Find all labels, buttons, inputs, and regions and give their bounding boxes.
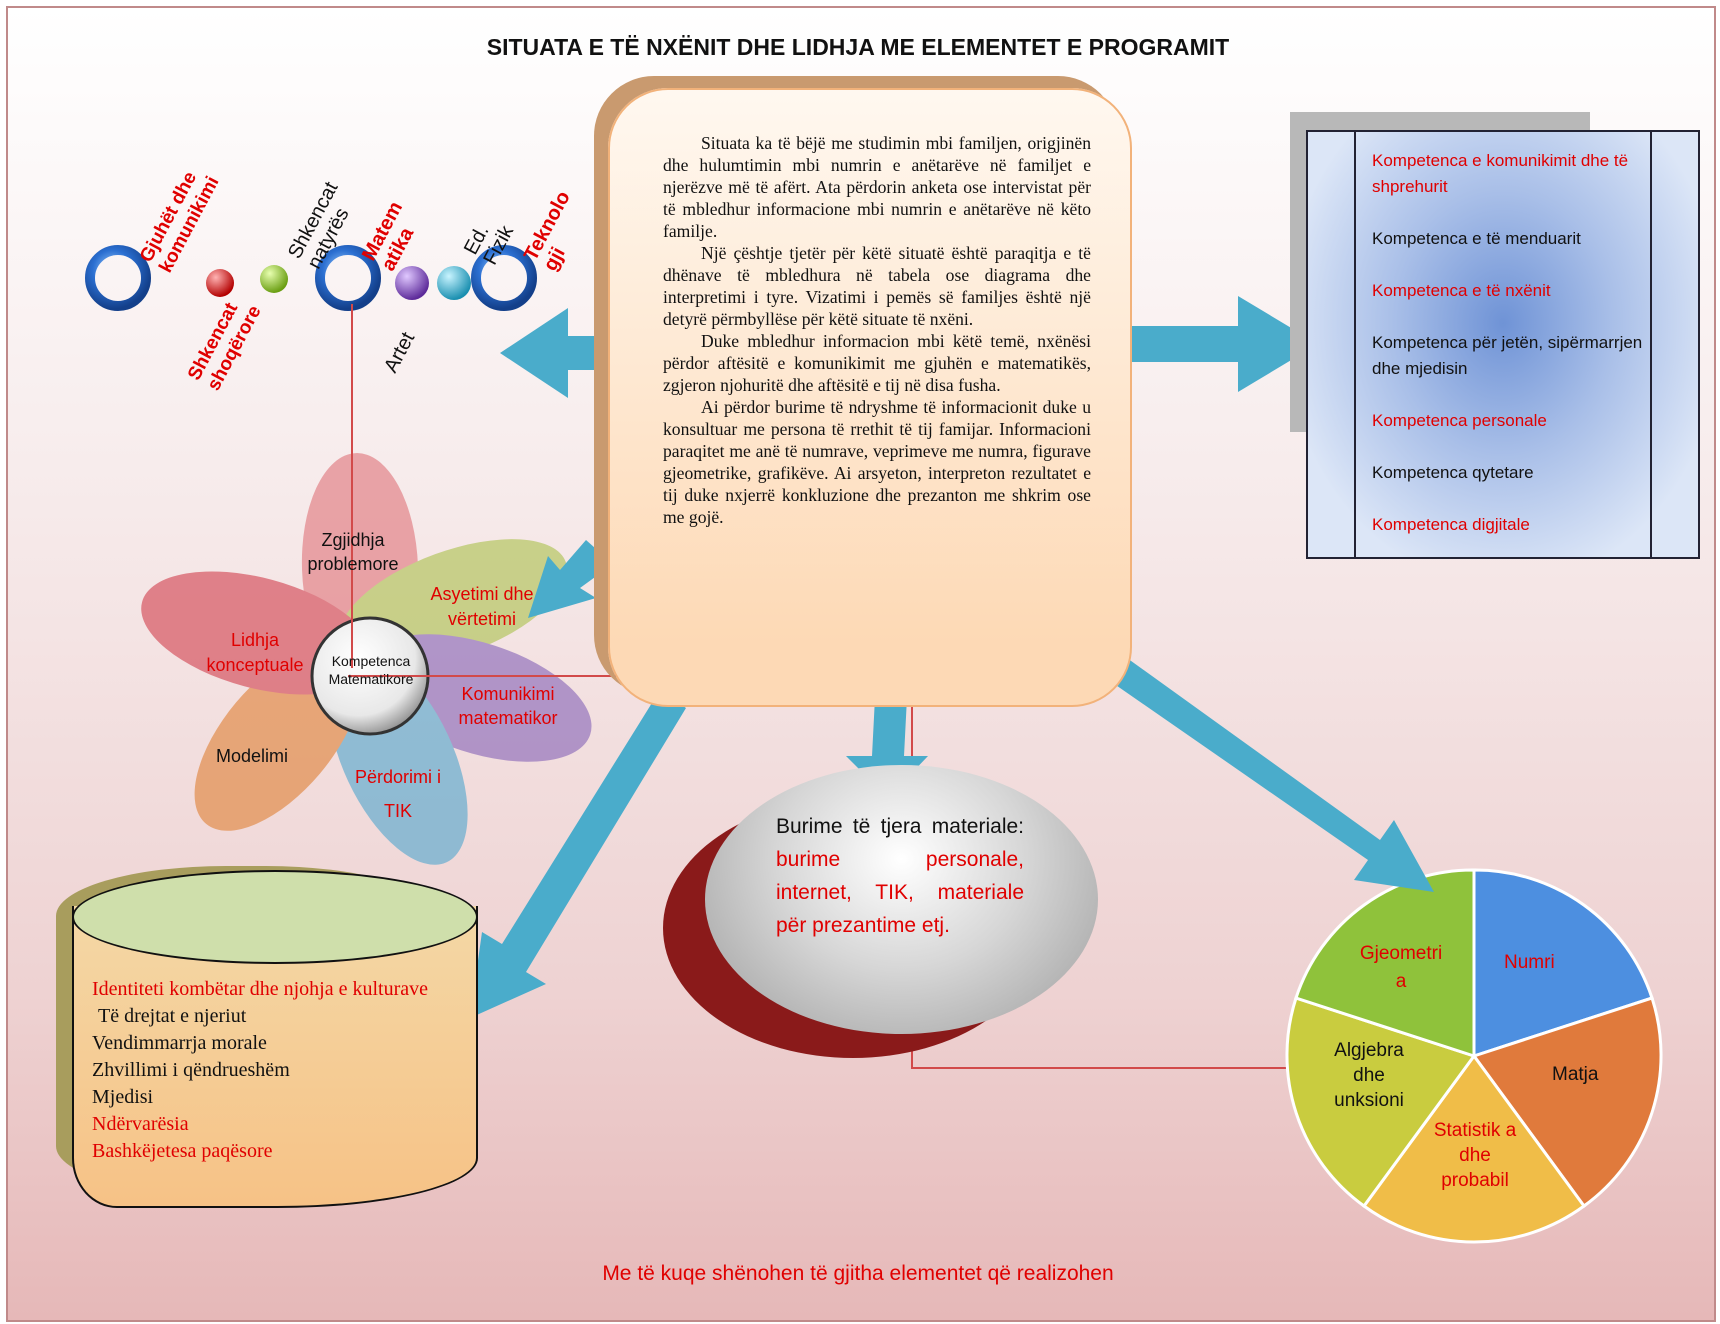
cross-curricular-list: Identiteti kombëtar dhe njohja e kultura… xyxy=(92,976,454,1165)
diagram-page: SITUATA E TË NXËNIT DHE LIDHJA ME ELEMEN… xyxy=(6,6,1716,1322)
subject-rings xyxy=(85,245,537,311)
competence-item: Kompetenca digjitale xyxy=(1372,515,1530,534)
petal-label-tik: Përdorimi i TIK xyxy=(354,767,442,821)
resources-ellipse xyxy=(705,765,1098,1034)
competence-panel xyxy=(1306,130,1700,559)
competence-list: Kompetenca e komunikimit dhe të shprehur… xyxy=(1372,148,1647,564)
arrow-pie xyxy=(1074,630,1434,892)
diagram-title: SITUATA E TË NXËNIT DHE LIDHJA ME ELEMEN… xyxy=(486,34,1230,60)
cross-curricular-item: Identiteti kombëtar dhe njohja e kultura… xyxy=(92,978,428,1000)
pie-label-gjeometria: Gjeometri a xyxy=(1359,943,1443,992)
resources-text: Burime të tjera materiale: burime person… xyxy=(776,810,1024,942)
pie-chart xyxy=(1285,868,1663,1244)
cross-curricular-item: Zhvillimi i qëndrueshëm xyxy=(92,1059,290,1081)
situation-paragraph: Situata ka të bëjë me studimin mbi famil… xyxy=(663,133,1091,241)
flower-center-label: Kompetenca Matematikore xyxy=(328,653,414,687)
petal-label-komunikimi: Komunikimi matematikor xyxy=(458,684,558,728)
competence-item: Kompetenca për jetën, sipërmarrjen dhe m… xyxy=(1372,333,1643,378)
arrow-flower xyxy=(528,540,613,618)
cylinder-top xyxy=(72,870,478,964)
cross-curricular-item: Bashkëjetesa paqësore xyxy=(92,1140,273,1162)
resources-prefix: Burime të tjera materiale: xyxy=(776,815,1024,838)
arrows xyxy=(470,296,1434,1018)
cross-curricular-item: Ndërvarësia xyxy=(92,1113,189,1135)
competence-item: Kompetenca personale xyxy=(1372,411,1547,430)
situation-paragraph: Duke mbledhur informacion mbi këtë temë,… xyxy=(663,331,1091,395)
pie-label-numri: Numri xyxy=(1504,952,1555,973)
arrow-cylinder xyxy=(470,690,686,1018)
pie-label-statistika: Statistik a dhe probabil xyxy=(1433,1120,1517,1191)
cross-curricular-item: Të drejtat e njeriut xyxy=(98,1005,247,1027)
legend-note: Me të kuqe shënohen të gjitha elementet … xyxy=(602,1262,1114,1285)
cross-curricular-item: Mjedisi xyxy=(92,1086,154,1108)
connector-layer xyxy=(85,245,1663,1244)
arrow-left xyxy=(500,308,640,398)
petal-label-asyetimi: Asyetimi dhe vërtetimi xyxy=(430,584,534,629)
situation-paragraph: Ai përdor burime të ndryshme të informac… xyxy=(663,397,1091,527)
arrow-right xyxy=(1130,296,1318,392)
pie-label-algjebra: Algjebra dhe unksioni xyxy=(1334,1040,1404,1111)
petal-label-modelimi: Modelimi xyxy=(216,746,289,766)
competence-item: Kompetenca e komunikimit dhe të shprehur… xyxy=(1372,151,1629,196)
competence-item: Kompetenca e të menduarit xyxy=(1372,229,1581,248)
petal-label-zgjidhja: Zgjidhja problemore xyxy=(307,530,399,574)
petal-label-lidhja: Lidhja konceptuale xyxy=(206,630,304,675)
cross-curricular-item: Vendimmarrja morale xyxy=(92,1032,267,1054)
resources-items: burime personale, internet, TIK, materia… xyxy=(776,848,1024,937)
competence-item: Kompetenca qytetare xyxy=(1372,463,1534,482)
situation-box xyxy=(608,88,1132,707)
competence-item: Kompetenca e të nxënit xyxy=(1372,281,1551,300)
situation-text: Situata ka të bëjë me studimin mbi famil… xyxy=(663,132,1091,528)
situation-paragraph: Një çështje tjetër për këtë situatë ësht… xyxy=(663,243,1091,329)
pie-label-matja: Matja xyxy=(1552,1064,1599,1085)
